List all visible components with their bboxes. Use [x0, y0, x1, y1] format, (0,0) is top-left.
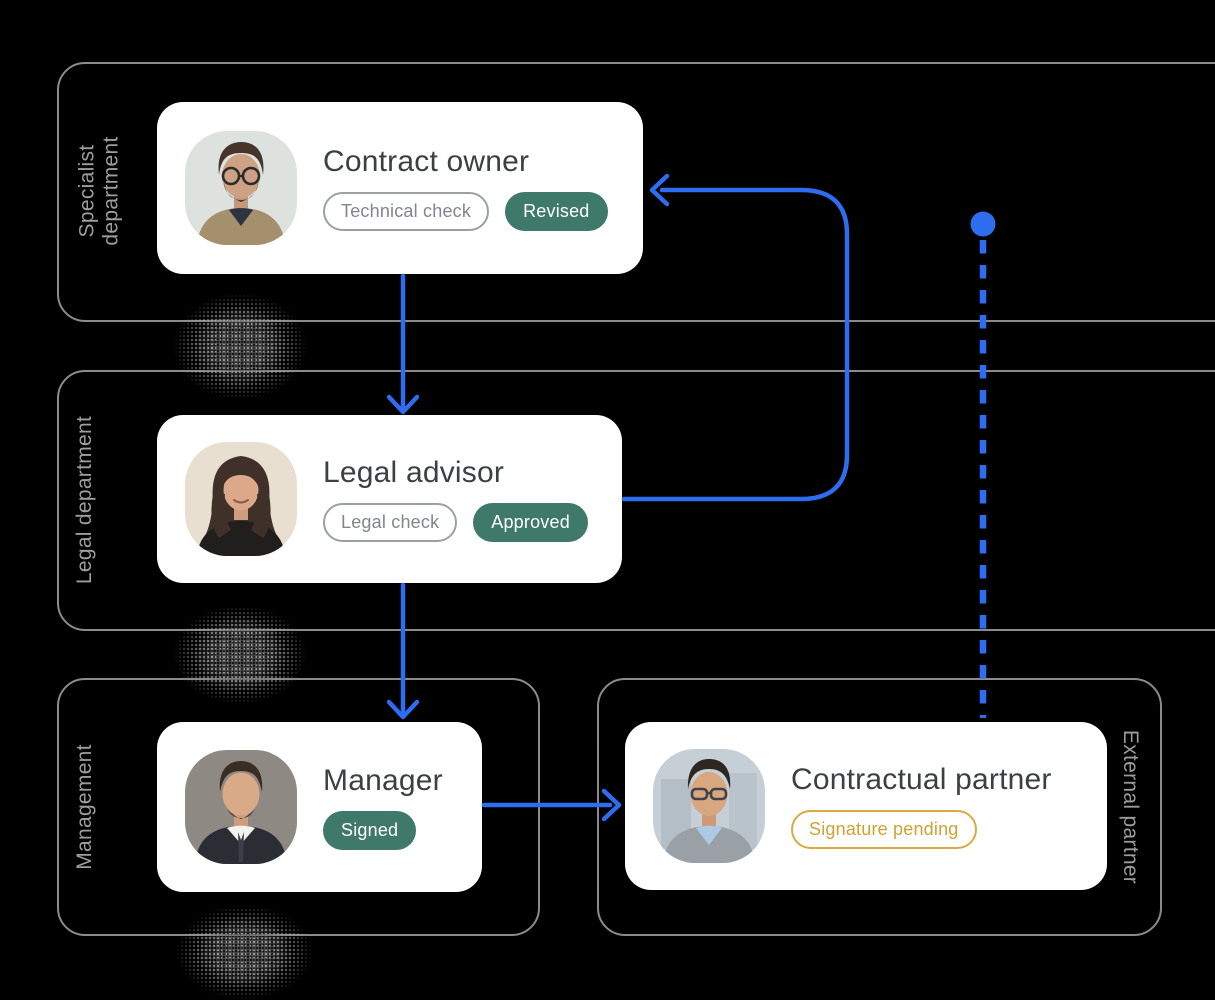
status-badge-legal-check: Legal check — [323, 503, 458, 542]
card-title-contractual-partner: Contractual partner — [791, 763, 1052, 796]
avatar-contractual-partner — [653, 749, 765, 863]
section-label-external-partner: External partner — [1118, 729, 1142, 885]
section-label-legal-department: Legal department — [73, 415, 97, 585]
avatar-manager — [185, 750, 297, 864]
avatar-image — [185, 750, 297, 864]
avatar-image — [653, 749, 765, 863]
status-badge-technical-check: Technical check — [323, 192, 490, 231]
card-title-legal-advisor: Legal advisor — [323, 456, 505, 489]
section-label-line: department — [99, 136, 122, 246]
avatar-legal-advisor — [185, 442, 297, 556]
status-badge-signed: Signed — [323, 811, 417, 850]
card-legal-advisor: Legal advisor Legal check Approved — [157, 415, 622, 583]
section-label-line: Specialist — [75, 144, 99, 238]
card-contractual-partner: Contractual partner Signature pending — [625, 722, 1107, 890]
card-title-contract-owner: Contract owner — [323, 145, 530, 178]
card-contract-owner: Contract owner Technical check Revised — [157, 102, 643, 274]
section-label-management: Management — [73, 744, 97, 870]
avatar-image — [185, 442, 297, 556]
card-manager: Manager Signed — [157, 722, 482, 892]
section-label-specialist-department: Specialist department — [75, 136, 122, 245]
card-title-manager: Manager — [323, 764, 443, 797]
status-badge-revised: Revised — [505, 192, 608, 231]
avatar-contract-owner — [185, 131, 297, 245]
status-badge-approved: Approved — [473, 503, 588, 542]
status-badge-signature-pending: Signature pending — [791, 810, 977, 849]
avatar-image — [185, 131, 297, 245]
